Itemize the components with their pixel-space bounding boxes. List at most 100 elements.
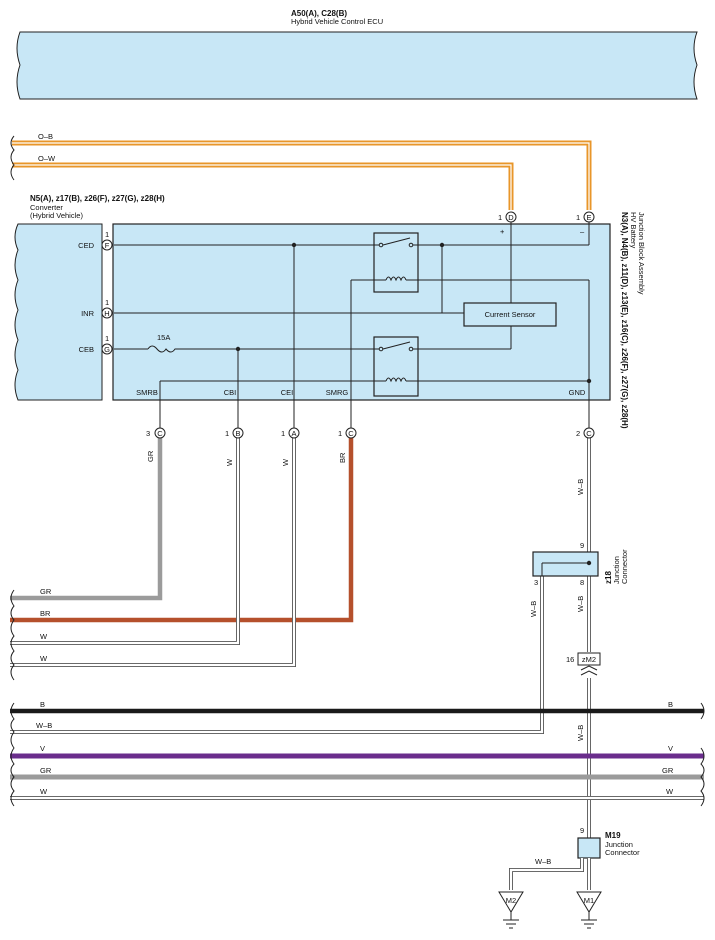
pin-bottom-cbi: B <box>232 427 244 439</box>
bus-break-left <box>10 702 15 807</box>
m19-name: Junction <box>605 840 633 849</box>
ground-m1-label: M1 <box>584 896 594 905</box>
wire-label-o-b: O–B <box>38 132 53 141</box>
pin-bottom-smrb-num: 3 <box>146 429 150 438</box>
zm2-code: zM2 <box>582 655 596 664</box>
left-wire-label-gr: GR <box>40 587 52 596</box>
bus-label-b-right: B <box>668 700 673 709</box>
bus-label-gr-right: GR <box>662 766 674 775</box>
fuse-label: 15A <box>157 333 170 342</box>
converter-pin-label-ceb: CEB <box>79 345 94 354</box>
pin-bottom-cbi-num: 1 <box>225 429 229 438</box>
pin-top-d-num: 1 <box>498 213 502 222</box>
z18-code: z18 <box>604 571 613 584</box>
svg-text:C: C <box>348 429 354 438</box>
converter-pin-label-inr: INR <box>81 309 95 318</box>
zm2-pin: 16 <box>566 655 574 664</box>
ground-wire-label: W–B <box>535 857 551 866</box>
z18-pin-8: 8 <box>580 578 584 587</box>
fuse-15a <box>147 345 181 353</box>
hybrid-ecu-box <box>16 31 698 100</box>
converter-code: N5(A), z17(B), z26(F), z27(G), z28(H) <box>30 194 165 203</box>
pin-bottom-cei-num: 1 <box>281 429 285 438</box>
bus-label-w-right: W <box>666 787 674 796</box>
m19-connector <box>577 837 601 859</box>
junction-dots <box>235 242 592 384</box>
converter-pin-num-inr: 1 <box>105 298 109 307</box>
junction-block-name-2: Junction Block Assembly <box>637 212 646 295</box>
pin-top-d: D <box>505 211 517 223</box>
z18-connector <box>532 551 599 577</box>
pin-label-smrb: SMRB <box>136 388 158 397</box>
minus-sign: – <box>580 227 585 236</box>
wire-w-cbi <box>10 438 240 645</box>
ground-m1-icon <box>576 891 602 929</box>
wire-label-o-w: O–W <box>38 154 56 163</box>
vlabel-w2: W <box>281 458 290 466</box>
converter-pin-label-ced: CED <box>78 241 94 250</box>
m19-code: M19 <box>605 831 621 840</box>
internal-circuit <box>114 222 590 428</box>
ground-m2-icon <box>498 891 524 929</box>
pin-bottom-smrg: C <box>345 427 357 439</box>
bus-label-gr-left: GR <box>40 766 52 775</box>
converter-name-2: (Hybrid Vehicle) <box>30 211 83 220</box>
left-wire-label-w1: W <box>40 632 48 641</box>
current-sensor-label: Current Sensor <box>485 310 536 319</box>
bus-break-right <box>700 702 705 807</box>
svg-text:F: F <box>105 241 110 250</box>
svg-text:D: D <box>508 213 514 222</box>
vlabel-wb-gnd: W–B <box>576 479 585 495</box>
converter-pin-num-ced: 1 <box>105 230 109 239</box>
bus-label-b-left: B <box>40 700 45 709</box>
wire-w-cei <box>10 438 296 667</box>
converter-pin-num-ceb: 1 <box>105 334 109 343</box>
wire-wb-m2 <box>509 858 584 890</box>
left-wire-label-w2: W <box>40 654 48 663</box>
left-wire-label-br: BR <box>40 609 51 618</box>
z18-pin-9: 9 <box>580 541 584 550</box>
vlabel-br: BR <box>338 452 347 463</box>
relay-lower <box>373 336 419 397</box>
pin-label-cei: CEI <box>281 388 294 397</box>
svg-text:G: G <box>104 345 110 354</box>
vlabel-wb-z18: W–B <box>576 596 585 612</box>
pin-label-gnd: GND <box>569 388 586 397</box>
wire-break-symbol-left <box>10 589 15 681</box>
vlabel-w1: W <box>225 458 234 466</box>
converter-box <box>14 223 103 401</box>
ground-m2-label: M2 <box>506 896 516 905</box>
pin-bottom-gnd-num: 2 <box>576 429 580 438</box>
converter-pin-ced: F <box>101 239 113 251</box>
bus-label-v-right: V <box>668 744 673 753</box>
wire-br-smrg <box>10 438 354 623</box>
svg-text:E: E <box>586 213 591 222</box>
bus-label-w-left: W <box>40 787 48 796</box>
bus-label-v-left: V <box>40 744 45 753</box>
relay-upper <box>373 232 419 293</box>
svg-text:C: C <box>586 429 592 438</box>
m19-name-2: Connector <box>605 848 640 857</box>
vlabel-gr: GR <box>146 450 155 462</box>
junction-block-name: HV Battery <box>629 212 638 249</box>
svg-text:B: B <box>235 429 240 438</box>
pin-top-e: E <box>583 211 595 223</box>
junction-block-code: N3(A), N4(B), z11(D), z13(E), z16(C), z2… <box>620 212 629 429</box>
wire-o-b <box>12 140 592 210</box>
zm2-connector <box>577 652 601 676</box>
wire-break-symbol <box>10 135 15 181</box>
wire-gr-smrb <box>10 438 163 601</box>
pin-top-e-num: 1 <box>576 213 580 222</box>
pin-bottom-smrg-num: 1 <box>338 429 342 438</box>
ecu-code: A50(A), C28(B) <box>291 9 347 18</box>
plus-sign: + <box>500 227 505 236</box>
pin-bottom-smrb: C <box>154 427 166 439</box>
pin-label-smrg: SMRG <box>326 388 349 397</box>
svg-text:H: H <box>104 309 109 318</box>
current-sensor <box>463 302 557 327</box>
z18-name: Junction <box>612 556 621 584</box>
pin-bottom-cei: A <box>288 427 300 439</box>
pin-bottom-gnd: C <box>583 427 595 439</box>
svg-text:C: C <box>157 429 163 438</box>
